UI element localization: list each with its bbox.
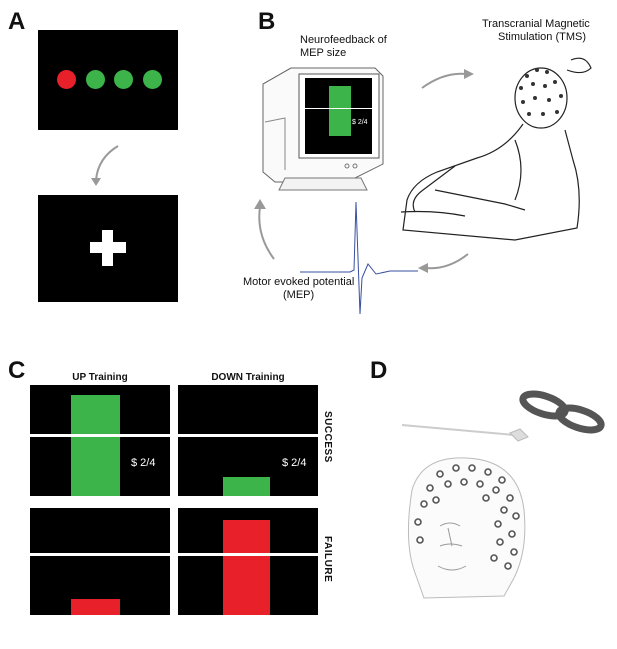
fixation-cross-icon xyxy=(90,230,126,266)
monitor-screen: $ 2/4 xyxy=(305,78,372,154)
tms-label-2: Stimulation (TMS) xyxy=(498,31,587,43)
neurofeedback-label-1: Neurofeedback of xyxy=(300,34,387,46)
cue-screen xyxy=(38,30,178,130)
tms-coil-illustration xyxy=(401,390,605,442)
down-training-title: DOWN Training xyxy=(211,372,285,383)
down-success-money: $ 2/4 xyxy=(282,457,307,469)
up-failure-threshold xyxy=(30,553,170,556)
head-electrodes-illustration xyxy=(407,457,526,599)
curved-arrow-down xyxy=(91,145,119,186)
up-failure-screen xyxy=(30,508,170,615)
failure-label: FAILURE xyxy=(322,536,333,583)
cue-dot-1 xyxy=(57,70,76,89)
down-failure-bar xyxy=(223,520,270,615)
cue-dot-3 xyxy=(114,70,133,89)
up-success-bar xyxy=(71,395,120,496)
cue-dot-2 xyxy=(86,70,105,89)
up-failure-bar xyxy=(71,599,120,615)
mep-label-1: Motor evoked potential xyxy=(243,276,355,288)
up-success-screen: $ 2/4 xyxy=(30,385,170,496)
neurofeedback-label-2: MEP size xyxy=(300,47,347,59)
down-success-threshold xyxy=(178,434,318,437)
panel-letter-b: B xyxy=(258,8,276,35)
monitor-threshold-line xyxy=(305,108,372,109)
monitor-money-text: $ 2/4 xyxy=(352,119,368,126)
panel-letter-d: D xyxy=(370,357,388,384)
down-failure-screen xyxy=(178,508,318,615)
mep-label-2: (MEP) xyxy=(283,289,315,301)
mep-waveform xyxy=(300,201,418,315)
down-success-screen: $ 2/4 xyxy=(178,385,318,496)
down-success-bar xyxy=(223,477,270,496)
tms-label-1: Transcranial Magnetic xyxy=(482,18,590,30)
arrow-to-tms xyxy=(421,69,474,89)
monitor-feedback-bar xyxy=(329,86,351,136)
cue-dot-4 xyxy=(143,70,162,89)
panel-letter-c: C xyxy=(8,357,26,384)
arrow-to-monitor xyxy=(254,199,275,260)
down-failure-threshold xyxy=(178,553,318,556)
arrow-to-mep xyxy=(418,253,469,273)
panel-letter-a: A xyxy=(8,8,26,35)
up-success-money: $ 2/4 xyxy=(131,457,156,469)
fixation-screen xyxy=(38,195,178,302)
up-success-threshold xyxy=(30,434,170,437)
success-label: SUCCESS xyxy=(322,411,333,463)
subject-tms-illustration xyxy=(400,57,592,241)
up-training-title: UP Training xyxy=(72,372,128,383)
